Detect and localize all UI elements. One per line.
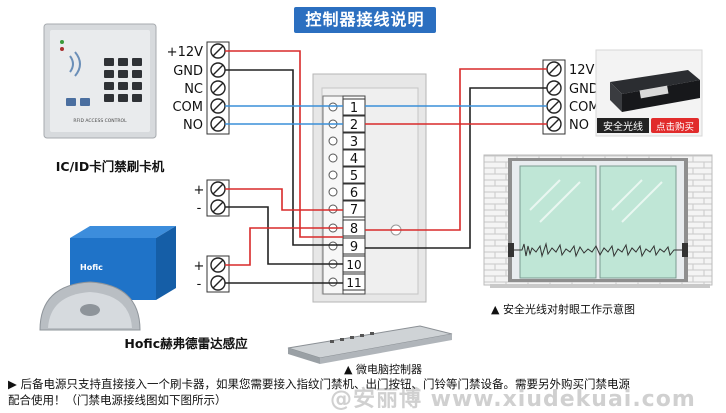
terminal-screw	[210, 80, 226, 96]
diagram-title: 控制器接线说明	[305, 10, 425, 29]
controller-terminal-4: 4	[342, 149, 366, 167]
radar-terminal-block: + -	[194, 255, 230, 293]
sensor-label-gnd: GND	[569, 82, 599, 97]
controller-terminal-7: 7	[342, 200, 366, 218]
controller-terminal-10: 10	[342, 255, 366, 273]
radar-sensor-device: Hofic	[39, 226, 176, 331]
controller-terminal-5: 5	[342, 166, 366, 184]
controller-board: 1 2 3 4 5 6 7 8 9 10 11	[312, 73, 427, 303]
controller-terminal-9: 9	[342, 237, 366, 255]
safety-sensor-device: 安全光线 点击购买	[595, 49, 703, 137]
terminal-screw	[210, 275, 226, 291]
controller-terminal-label: 2	[350, 118, 358, 133]
controller-terminal-label: 9	[350, 240, 358, 255]
buy-badge-label[interactable]: 点击购买	[656, 121, 694, 133]
terminal-label-no: NO	[183, 118, 203, 133]
controller-terminal-label: 10	[346, 258, 361, 272]
wire-sensor-gnd	[365, 87, 547, 249]
terminal-label-com: COM	[172, 100, 203, 115]
wire-exit-minus	[225, 206, 343, 265]
exit-button-terminal-block: + -	[194, 179, 230, 217]
radar-sensor-name: Hofic赫弗德雷达感应	[124, 336, 248, 351]
card-reader-device-label: RFID ACCESS CONTROL	[73, 118, 127, 124]
sensor-label-com: COM	[569, 100, 600, 115]
wire-card-gnd	[225, 69, 343, 246]
controller-terminal-label: 1	[350, 101, 358, 116]
controller-product	[287, 325, 453, 364]
card-reader-name: IC/ID卡门禁刷卡机	[56, 159, 165, 174]
wire-card-12v	[225, 50, 343, 238]
wire-radar-plus	[225, 227, 343, 266]
door-caption: ▲ 安全光线对射眼工作示意图	[491, 302, 635, 316]
terminal-screw	[210, 43, 226, 59]
controller-terminal-label: 6	[350, 186, 358, 201]
buy-badge[interactable]: 点击购买	[651, 118, 699, 133]
terminal-screw	[546, 80, 562, 96]
terminal-label-nc: NC	[184, 82, 203, 97]
sensor-label-12v: 12V	[569, 63, 595, 78]
controller-terminal-6: 6	[342, 183, 366, 201]
wire-exit-plus	[225, 188, 343, 211]
card-reader-terminals	[210, 43, 226, 132]
footer-line-1: ▶ 后备电源只支持直接接入一个刷卡器，如果您需要接入指纹门禁机、出门按钮、门铃等…	[8, 377, 630, 391]
controller-terminal-label: 8	[350, 222, 358, 237]
sensor-label-no: NO	[569, 118, 589, 133]
card-reader-terminal-block: +12V GND NC COM NO	[167, 41, 230, 135]
sensor-label-bar: 安全光线	[597, 118, 649, 133]
controller-terminal-11: 11	[342, 273, 366, 291]
watermark: @安丽博 www.xiudekuai.com	[330, 387, 696, 412]
terminal-screw	[210, 199, 226, 215]
terminal-screw	[546, 61, 562, 77]
radar-minus-label: -	[197, 277, 202, 292]
terminal-screw	[210, 98, 226, 114]
controller-terminal-label: 7	[350, 203, 358, 218]
terminal-screw	[210, 257, 226, 273]
controller-terminal-rows: 1 2 3 4 5 6 7 8 9 10 11	[342, 98, 366, 291]
radar-box-brand: Hofic	[80, 263, 103, 272]
terminal-screw	[546, 116, 562, 132]
wire-sensor-12v	[365, 68, 547, 231]
controller-terminal-8: 8	[342, 219, 366, 237]
card-reader-device: RFID ACCESS CONTROL	[43, 23, 157, 139]
beam-line	[514, 242, 682, 258]
controller-caption: ▲ 微电脑控制器	[344, 362, 422, 376]
terminal-label-12v: +12V	[167, 45, 203, 60]
sensor-name-label: 安全光线	[603, 120, 643, 133]
wires	[225, 50, 547, 284]
title-banner	[294, 7, 436, 33]
radar-plus-label: +	[194, 259, 205, 274]
controller-terminal-1: 1	[342, 98, 366, 116]
terminal-label-gnd: GND	[173, 64, 203, 79]
exit-plus-label: +	[194, 183, 205, 198]
door-illustration	[483, 154, 713, 288]
controller-terminal-3: 3	[342, 132, 366, 150]
exit-minus-label: -	[197, 201, 202, 216]
terminal-screw	[210, 62, 226, 78]
controller-terminal-label: 11	[346, 276, 361, 290]
controller-terminal-label: 4	[350, 152, 358, 167]
terminal-screw	[546, 98, 562, 114]
controller-terminal-label: 3	[350, 135, 358, 150]
terminal-screw	[210, 181, 226, 197]
controller-terminal-2: 2	[342, 115, 366, 133]
terminal-screw	[210, 116, 226, 132]
safety-sensor-terminal-block: 12V GND COM NO	[542, 59, 600, 135]
footer-line-2: 配合使用！（门禁电源接线图如下图所示）	[8, 393, 227, 407]
controller-terminal-label: 5	[350, 169, 358, 184]
footer-note: ▶ 后备电源只支持直接接入一个刷卡器，如果您需要接入指纹门禁机、出门按钮、门铃等…	[8, 376, 720, 408]
